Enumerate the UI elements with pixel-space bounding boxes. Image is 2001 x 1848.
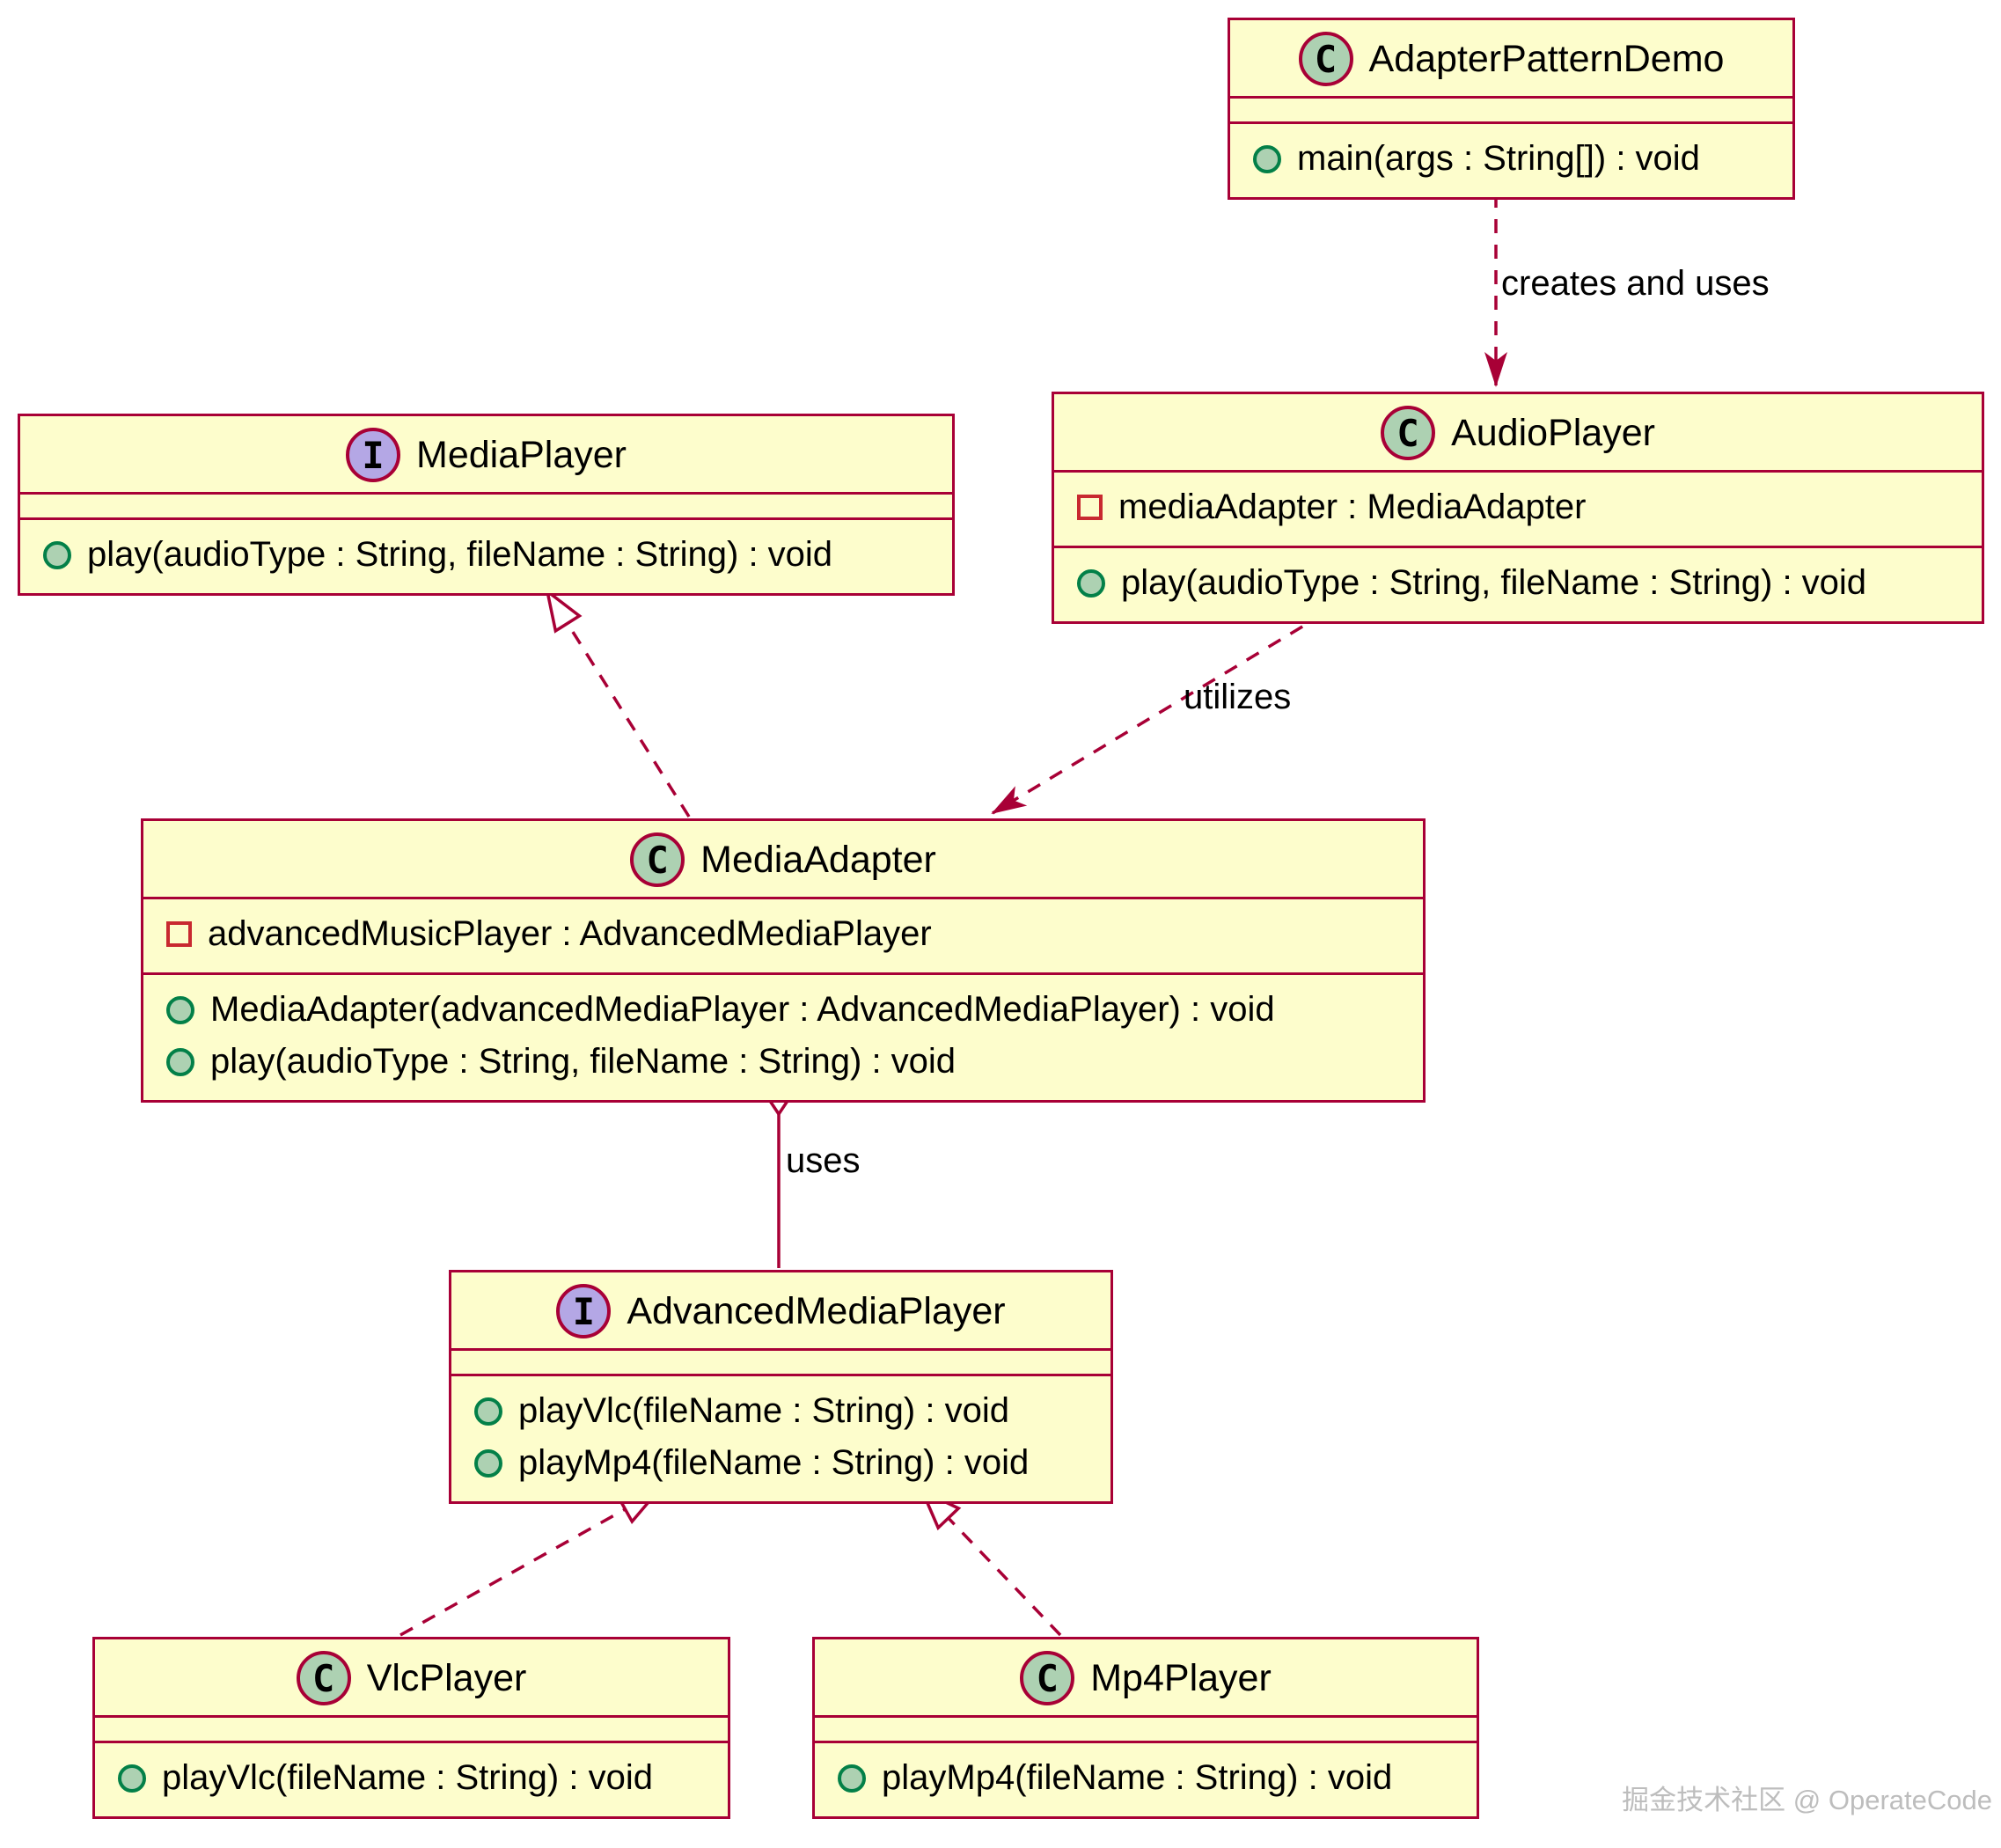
class-title: I MediaPlayer: [20, 416, 952, 492]
section-divider: [1054, 470, 1982, 473]
field-signature: advancedMusicPlayer : AdvancedMediaPlaye…: [208, 914, 932, 953]
section-divider: [95, 1715, 728, 1718]
class-box-adapterpatterndemo: C AdapterPatternDemo main(args : String[…: [1228, 18, 1795, 200]
class-name: MediaAdapter: [700, 838, 936, 881]
methods-section: MediaAdapter(advancedMediaPlayer : Advan…: [143, 975, 1423, 1100]
section-divider: [451, 1348, 1110, 1351]
public-method-bullet: [474, 1448, 502, 1478]
section-divider: [1230, 121, 1792, 124]
public-method-bullet: [166, 995, 194, 1024]
class-box-mediaadapter: C MediaAdapter advancedMusicPlayer : Adv…: [141, 818, 1426, 1103]
class-stereotype-icon: C: [1020, 1651, 1075, 1705]
fields-section: advancedMusicPlayer : AdvancedMediaPlaye…: [143, 899, 1423, 972]
methods-section: playVlc(fileName : String) : void playMp…: [451, 1376, 1110, 1501]
class-title: C MediaAdapter: [143, 821, 1423, 897]
method-row: playMp4(fileName : String) : void: [815, 1752, 1477, 1804]
method-signature: main(args : String[]) : void: [1297, 139, 1700, 178]
method-signature: playVlc(fileName : String) : void: [518, 1391, 1009, 1430]
class-title: C Mp4Player: [815, 1639, 1477, 1715]
class-title: C AdapterPatternDemo: [1230, 20, 1792, 96]
public-method-bullet: [838, 1764, 866, 1793]
class-stereotype-icon: C: [630, 832, 685, 887]
fields-section-empty: [20, 495, 952, 517]
method-signature: play(audioType : String, fileName : Stri…: [87, 535, 833, 574]
class-box-mp4player: C Mp4Player playMp4(fileName : String) :…: [812, 1637, 1479, 1819]
edge-vlcplayer-realizes-advancedmediaplayer: [399, 1491, 658, 1637]
method-row: play(audioType : String, fileName : Stri…: [143, 1036, 1423, 1088]
edge-label-creates-and-uses: creates and uses: [1501, 264, 1770, 303]
class-name: AudioPlayer: [1451, 411, 1655, 454]
interface-stereotype-icon: I: [346, 428, 400, 482]
method-row: play(audioType : String, fileName : Stri…: [1054, 557, 1982, 609]
class-title: C VlcPlayer: [95, 1639, 728, 1715]
field-signature: mediaAdapter : MediaAdapter: [1118, 488, 1587, 526]
public-method-bullet: [43, 540, 71, 569]
field-row: mediaAdapter : MediaAdapter: [1054, 481, 1982, 533]
fields-section-empty: [1230, 99, 1792, 121]
method-signature: playVlc(fileName : String) : void: [162, 1758, 653, 1797]
edge-mp4player-realizes-advancedmediaplayer: [922, 1491, 1062, 1637]
section-divider: [95, 1741, 728, 1743]
interface-stereotype-icon: I: [556, 1284, 612, 1338]
methods-section: play(audioType : String, fileName : Stri…: [20, 520, 952, 593]
interface-box-advancedmediaplayer: I AdvancedMediaPlayer playVlc(fileName :…: [449, 1270, 1113, 1504]
private-field-bullet: [1077, 495, 1103, 520]
section-divider: [815, 1741, 1477, 1743]
fields-section-empty: [95, 1718, 728, 1741]
edge-label-uses: uses: [786, 1141, 861, 1180]
edge-label-utilizes: utilizes: [1184, 678, 1292, 716]
method-row: main(args : String[]) : void: [1230, 133, 1792, 185]
methods-section: main(args : String[]) : void: [1230, 124, 1792, 197]
public-method-bullet: [118, 1764, 146, 1793]
public-method-bullet: [474, 1397, 502, 1426]
section-divider: [1230, 96, 1792, 99]
section-divider: [20, 492, 952, 495]
public-method-bullet: [1253, 144, 1281, 173]
methods-section: play(audioType : String, fileName : Stri…: [1054, 548, 1982, 621]
fields-section-empty: [815, 1718, 1477, 1741]
methods-section: playMp4(fileName : String) : void: [815, 1743, 1477, 1816]
class-stereotype-icon: C: [1298, 32, 1353, 86]
method-row: playVlc(fileName : String) : void: [451, 1385, 1110, 1437]
private-field-bullet: [166, 921, 192, 947]
class-name: MediaPlayer: [416, 433, 627, 476]
section-divider: [143, 897, 1423, 899]
method-signature: play(audioType : String, fileName : Stri…: [210, 1042, 957, 1081]
methods-section: playVlc(fileName : String) : void: [95, 1743, 728, 1816]
public-method-bullet: [166, 1047, 194, 1076]
class-name: Mp4Player: [1090, 1656, 1272, 1699]
method-row: MediaAdapter(advancedMediaPlayer : Advan…: [143, 984, 1423, 1036]
method-signature: playMp4(fileName : String) : void: [518, 1443, 1030, 1482]
section-divider: [1054, 546, 1982, 548]
class-title: C AudioPlayer: [1054, 394, 1982, 470]
interface-box-mediaplayer: I MediaPlayer play(audioType : String, f…: [18, 414, 955, 596]
method-row: play(audioType : String, fileName : Stri…: [20, 529, 952, 581]
public-method-bullet: [1077, 568, 1105, 598]
method-signature: MediaAdapter(advancedMediaPlayer : Advan…: [210, 990, 1275, 1029]
class-name: AdapterPatternDemo: [1368, 37, 1725, 80]
class-stereotype-icon: C: [296, 1651, 351, 1705]
edge-mediaadapter-realizes-mediaplayer: [547, 591, 691, 818]
section-divider: [20, 517, 952, 520]
fields-section-empty: [451, 1351, 1110, 1374]
class-name: AdvancedMediaPlayer: [627, 1289, 1006, 1332]
method-row: playMp4(fileName : String) : void: [451, 1437, 1110, 1489]
class-stereotype-icon: C: [1381, 406, 1436, 460]
section-divider: [451, 1374, 1110, 1376]
section-divider: [143, 972, 1423, 975]
section-divider: [815, 1715, 1477, 1718]
fields-section: mediaAdapter : MediaAdapter: [1054, 473, 1982, 546]
class-name: VlcPlayer: [366, 1656, 527, 1699]
class-title: I AdvancedMediaPlayer: [451, 1272, 1110, 1348]
method-signature: playMp4(fileName : String) : void: [882, 1758, 1393, 1797]
method-signature: play(audioType : String, fileName : Stri…: [1121, 563, 1867, 602]
field-row: advancedMusicPlayer : AdvancedMediaPlaye…: [143, 908, 1423, 960]
method-row: playVlc(fileName : String) : void: [95, 1752, 728, 1804]
watermark: 掘金技术社区 @ OperateCode: [1622, 1785, 1992, 1815]
class-box-audioplayer: C AudioPlayer mediaAdapter : MediaAdapte…: [1052, 392, 1984, 624]
class-box-vlcplayer: C VlcPlayer playVlc(fileName : String) :…: [92, 1637, 730, 1819]
